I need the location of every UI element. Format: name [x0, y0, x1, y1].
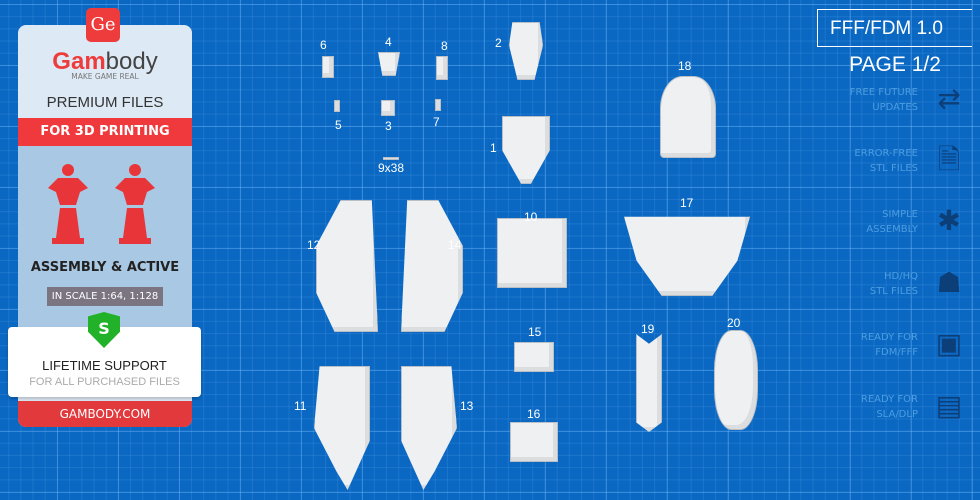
premium-files: PREMIUM FILES [46, 94, 164, 111]
part-20 [714, 330, 758, 430]
part-1 [502, 116, 550, 184]
part-6 [322, 56, 334, 78]
update-icon: ⇄ [937, 82, 961, 115]
feature-line: SIMPLE [882, 209, 918, 220]
part-label: 1 [490, 141, 497, 155]
part-label: 3 [385, 119, 392, 133]
active-figure-icon [115, 164, 155, 244]
static-figure-icon [48, 164, 88, 244]
bust-icon: ☗ [936, 266, 962, 299]
feature-line: ASSEMBLY [866, 224, 918, 235]
feature-line: UPDATES [872, 102, 918, 113]
feature-line: STL FILES [869, 163, 918, 174]
part-label: 15 [528, 325, 542, 339]
feature-fdm: READY FOR FDM/FFF [810, 330, 918, 360]
part-16 [510, 422, 558, 462]
assembly-active-label: ASSEMBLY & ACTIVE [30, 260, 180, 275]
brand-red: Gam [52, 48, 106, 75]
part-10 [497, 218, 567, 288]
part-label: 17 [680, 196, 694, 210]
part-label: 2 [495, 36, 502, 50]
brand-grey: body [105, 48, 158, 75]
fdm-printer-icon: ▣ [935, 327, 963, 360]
feature-line: HD/HQ [884, 271, 918, 282]
part-17 [624, 216, 750, 296]
part-14 [401, 200, 463, 332]
part-12 [316, 200, 378, 332]
part-label: 7 [433, 115, 440, 129]
version-label: FFF/FDM 1.0 [817, 9, 972, 47]
tagline: MAKE GAME REAL [71, 72, 139, 81]
part-15 [514, 342, 554, 372]
part-5 [334, 100, 340, 112]
feature-error-free: ERROR-FREE STL FILES [810, 146, 918, 176]
feature-free-updates: FREE FUTURE UPDATES [810, 85, 918, 115]
lifetime-support-subtitle: FOR ALL PURCHASED FILES [29, 376, 180, 388]
gambody-logo-badge: Ge [86, 8, 120, 42]
part-3 [381, 100, 395, 116]
feature-line: SLA/DLP [876, 409, 918, 420]
part-label: 10 [524, 210, 538, 224]
feature-line: READY FOR [860, 394, 918, 405]
figure-icons [48, 164, 155, 244]
part-8 [436, 56, 448, 80]
part-label: 13 [460, 399, 474, 413]
feature-hd-stl: HD/HQ STL FILES [810, 269, 918, 299]
part-label: 20 [727, 316, 741, 330]
for-3d-printing-band: FOR 3D PRINTING [18, 118, 192, 146]
scale-badge: IN SCALE 1:64, 1:128 [47, 287, 163, 306]
part-quantity: 9x38 [378, 161, 405, 175]
part-9 [383, 157, 399, 160]
part-19 [636, 334, 662, 432]
file-check-icon: 🗎 [937, 143, 961, 176]
part-label: 11 [294, 399, 307, 413]
puzzle-icon: ✱ [937, 204, 961, 237]
part-11 [314, 366, 370, 490]
part-label: 4 [385, 35, 392, 49]
part-4 [378, 52, 400, 76]
feature-line: READY FOR [860, 332, 918, 343]
part-label: 6 [320, 38, 327, 52]
part-label: 18 [678, 59, 692, 73]
feature-simple-assembly: SIMPLE ASSEMBLY [810, 207, 918, 237]
part-2 [509, 22, 543, 80]
feature-line: FDM/FFF [875, 347, 918, 358]
feature-line: FREE FUTURE [849, 87, 918, 98]
part-18 [660, 76, 716, 158]
part-label: 19 [641, 322, 655, 336]
feature-sla: READY FOR SLA/DLP [810, 392, 918, 422]
feature-line: ERROR-FREE [854, 148, 918, 159]
page-indicator: PAGE 1/2 [849, 53, 941, 76]
lifetime-support-title: LIFETIME SUPPORT [42, 358, 167, 373]
part-7 [435, 99, 441, 111]
part-13 [401, 366, 457, 490]
part-label: 8 [441, 39, 448, 53]
gambody-link[interactable]: GAMBODY.COM [18, 401, 192, 427]
part-label: 12 [307, 238, 321, 252]
part-label: 5 [335, 118, 342, 132]
brand-name: Gambody [0, 48, 210, 76]
sla-printer-icon: ▤ [935, 389, 963, 422]
feature-line: STL FILES [869, 286, 918, 297]
part-label: 16 [527, 407, 541, 421]
part-label: 14 [448, 238, 462, 252]
